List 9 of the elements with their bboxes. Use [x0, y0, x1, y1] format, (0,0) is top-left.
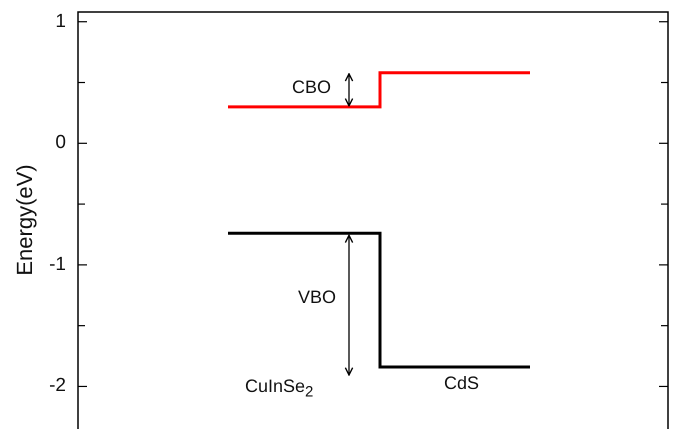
offset-label: VBO [298, 288, 336, 306]
offset-label: CBO [292, 78, 332, 96]
y-axis-label: Energy(eV) [14, 164, 36, 276]
y-tick-label: 1 [55, 12, 66, 31]
y-tick-label: 0 [55, 133, 66, 152]
material-label: CuInSe$_{2}$ [245, 377, 314, 400]
material-label: CdS [444, 374, 480, 392]
y-tick-label: -2 [49, 376, 66, 396]
y-tick-label: -1 [49, 254, 66, 274]
